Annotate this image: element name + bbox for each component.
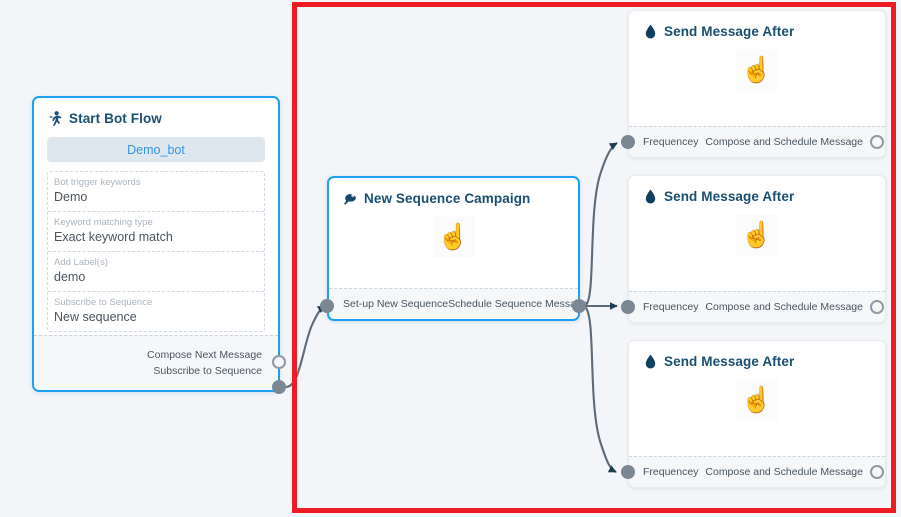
node-start-title-text: Start Bot Flow [69, 111, 162, 126]
node-start-bot-flow[interactable]: Start Bot Flow Demo_bot Bot trigger keyw… [32, 96, 280, 392]
field-value: demo [54, 270, 86, 284]
sequence-node-ports: Set-up New Sequence Schedule Sequence Me… [329, 288, 588, 319]
sequence-node-body: ☝ [329, 206, 578, 268]
send-node-ports: Frequencey Compose and Schedule Message [629, 456, 885, 487]
port-out-compose-and-schedule-message-2[interactable] [870, 300, 884, 314]
port-in-frequencey-2[interactable] [621, 300, 635, 314]
pointing-hand-cursor-icon: ☝ [741, 220, 773, 249]
port-label-frequencey[interactable]: Frequencey [643, 301, 699, 313]
node-send-message-after-1[interactable]: Send Message After ☝ Frequencey Compose … [628, 10, 886, 158]
send-node-ports: Frequencey Compose and Schedule Message [629, 291, 885, 322]
cursor-placeholder: ☝ [736, 49, 778, 91]
port-out-compose-next-message[interactable] [272, 355, 286, 369]
field-keyword-matching-type[interactable]: Keyword matching type Exact keyword matc… [48, 212, 264, 252]
port-label-setup-new-sequence[interactable]: Set-up New Sequence [343, 298, 449, 310]
port-out-compose-and-schedule-message-1[interactable] [870, 135, 884, 149]
port-out-compose-and-schedule-message-3[interactable] [870, 465, 884, 479]
port-label-schedule-sequence-message[interactable]: Schedule Sequence Message [448, 298, 588, 310]
node-send-title: Send Message After [629, 341, 885, 369]
bot-name-pill[interactable]: Demo_bot [47, 137, 265, 162]
pointing-hand-cursor-icon: ☝ [437, 222, 470, 251]
field-value: New sequence [54, 310, 137, 324]
send-node-body: ☝ [629, 369, 885, 431]
field-add-labels[interactable]: Add Label(s) demo [48, 252, 264, 292]
send-node-body: ☝ [629, 204, 885, 266]
port-label-compose-and-schedule-message[interactable]: Compose and Schedule Message [705, 466, 863, 478]
port-label-frequencey[interactable]: Frequencey [643, 466, 699, 478]
port-in-frequencey-3[interactable] [621, 465, 635, 479]
node-sequence-title: New Sequence Campaign [329, 178, 578, 206]
field-label: Add Label(s) [54, 257, 108, 268]
port-label-compose-next-message[interactable]: Compose Next Message [147, 349, 262, 361]
field-subscribe-to-sequence[interactable]: Subscribe to Sequence New sequence [48, 292, 264, 331]
node-new-sequence-campaign[interactable]: New Sequence Campaign ☝ Set-up New Seque… [327, 176, 588, 321]
node-send-title-text: Send Message After [664, 189, 795, 204]
node-send-message-after-3[interactable]: Send Message After ☝ Frequencey Compose … [628, 340, 886, 488]
send-node-ports: Frequencey Compose and Schedule Message [629, 126, 885, 157]
field-value: Exact keyword match [54, 230, 173, 244]
port-label-compose-and-schedule-message[interactable]: Compose and Schedule Message [705, 136, 863, 148]
pointing-hand-cursor-icon: ☝ [741, 55, 773, 84]
node-start-title: Start Bot Flow [34, 98, 278, 126]
pointing-hand-cursor-icon: ☝ [741, 385, 773, 414]
field-label: Bot trigger keywords [54, 177, 141, 188]
start-node-fields: Bot trigger keywords Demo Keyword matchi… [47, 171, 265, 332]
water-drop-icon [643, 354, 658, 369]
field-bot-trigger-keywords[interactable]: Bot trigger keywords Demo [48, 172, 264, 212]
node-sequence-title-text: New Sequence Campaign [364, 191, 531, 206]
node-send-title: Send Message After [629, 11, 885, 39]
cursor-placeholder: ☝ [736, 379, 778, 421]
field-label: Subscribe to Sequence [54, 297, 153, 308]
send-node-body: ☝ [629, 39, 885, 101]
running-person-icon [48, 111, 63, 126]
bot-name-text: Demo_bot [127, 142, 185, 157]
megaphone-icon [343, 191, 358, 206]
port-out-subscribe-to-sequence[interactable] [272, 380, 286, 394]
cursor-placeholder: ☝ [432, 216, 475, 258]
port-label-subscribe-to-sequence[interactable]: Subscribe to Sequence [153, 365, 262, 377]
water-drop-icon [643, 24, 658, 39]
port-label-compose-and-schedule-message[interactable]: Compose and Schedule Message [705, 301, 863, 313]
start-node-ports: Compose Next Message Subscribe to Sequen… [34, 335, 278, 390]
port-label-frequencey[interactable]: Frequencey [643, 136, 699, 148]
water-drop-icon [643, 189, 658, 204]
node-send-title: Send Message After [629, 176, 885, 204]
field-label: Keyword matching type [54, 217, 153, 228]
node-send-title-text: Send Message After [664, 24, 795, 39]
node-send-message-after-2[interactable]: Send Message After ☝ Frequencey Compose … [628, 175, 886, 323]
port-in-setup-new-sequence[interactable] [320, 299, 334, 313]
port-out-schedule-sequence-message[interactable] [572, 299, 586, 313]
port-in-frequencey-1[interactable] [621, 135, 635, 149]
field-value: Demo [54, 190, 88, 204]
node-send-title-text: Send Message After [664, 354, 795, 369]
cursor-placeholder: ☝ [736, 214, 778, 256]
